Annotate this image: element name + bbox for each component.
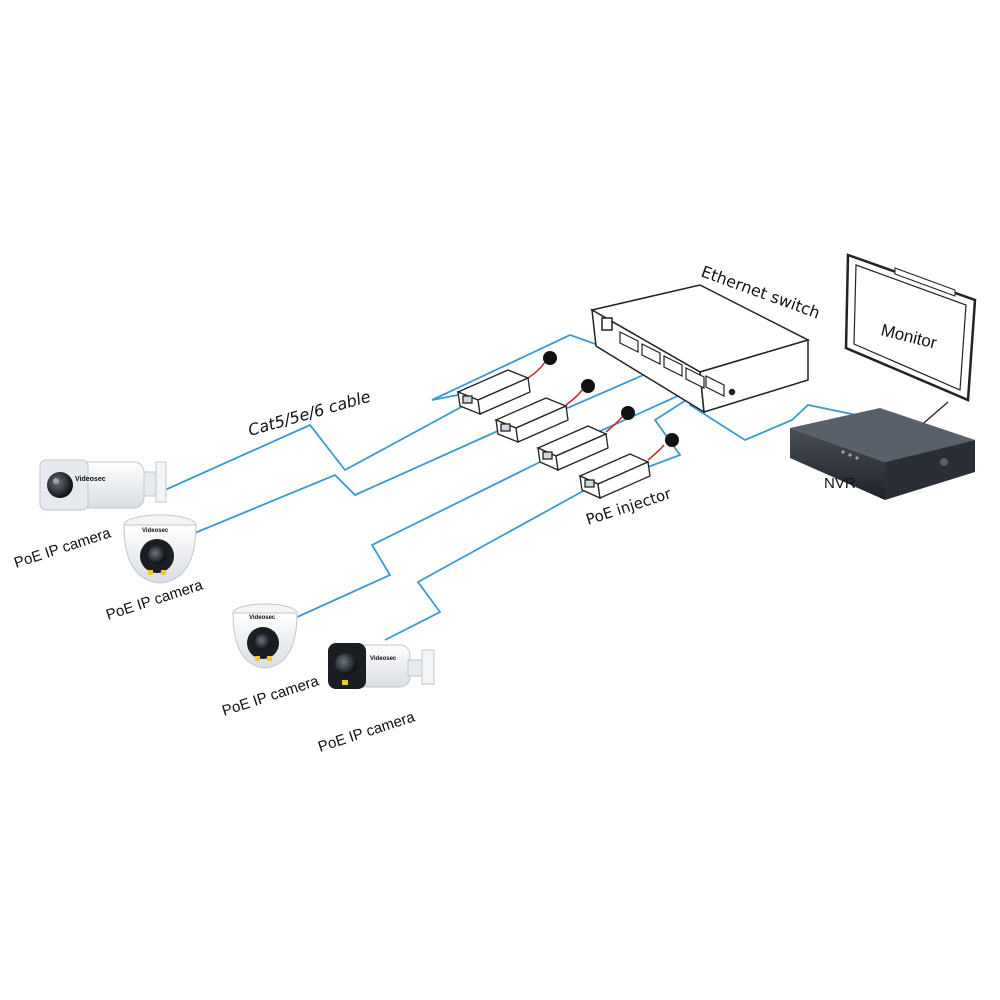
camera1-label: PoE IP camera	[12, 524, 114, 571]
camera-brand-2: Videosec	[142, 528, 169, 534]
bullet-camera-icon	[328, 643, 435, 689]
cable-camera2	[189, 429, 501, 536]
cable-camera4	[384, 489, 586, 641]
power-adapter-icon	[647, 433, 679, 461]
monitor-icon	[844, 253, 977, 429]
poe-injectors	[456, 369, 651, 500]
nvr-icon	[790, 408, 975, 500]
power-adapter-icon	[527, 351, 557, 379]
power-adapter-icon	[565, 379, 595, 406]
power-cables	[527, 351, 679, 461]
poe-injector-icon	[494, 397, 569, 444]
poe-injector-icon	[578, 453, 651, 500]
nvr-label: NVR	[824, 475, 856, 492]
camera-brand-3: Videosec	[249, 615, 276, 621]
dome-camera-icon	[232, 603, 298, 669]
camera2-label: PoE IP camera	[104, 576, 206, 623]
poe-injector-icon	[536, 425, 609, 472]
camera3-label: PoE IP camera	[220, 672, 322, 719]
cable-camera1	[164, 404, 466, 491]
dome-camera-icon	[123, 514, 197, 584]
camera-brand-4: Videosec	[370, 656, 397, 662]
poe-injector-icon	[456, 369, 531, 416]
ethernet-switch-icon	[589, 284, 811, 414]
bullet-camera-icon	[39, 459, 167, 511]
cable-label: Cat5/5e/6 cable	[246, 387, 373, 440]
cable-camera3	[294, 461, 541, 619]
camera-brand-1: Videosec	[75, 476, 106, 483]
power-adapter-icon	[605, 406, 635, 433]
camera4-label: PoE IP camera	[316, 708, 418, 755]
